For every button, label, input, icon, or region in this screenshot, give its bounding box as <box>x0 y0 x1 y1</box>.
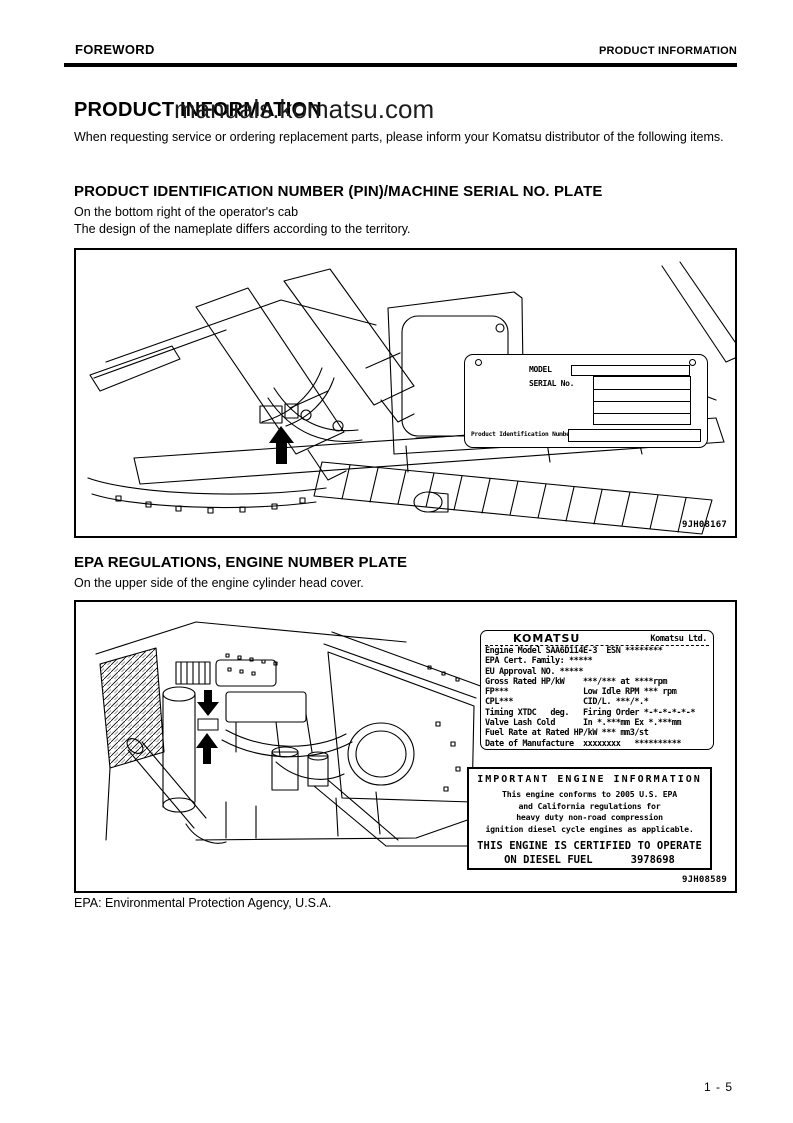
komatsu-logo: KOMATSU <box>513 632 581 645</box>
figure-pin-plate-location: MODEL SERIAL No. Product Identification … <box>74 248 737 538</box>
engine-plate-line: Valve Lash Cold In *.***mm Ex *.***mm <box>485 718 682 729</box>
engine-plate-line: FP*** Low Idle RPM *** rpm <box>485 687 677 698</box>
header-right-text: PRODUCT INFORMATION <box>598 45 737 57</box>
header-left-text: FOREWORD <box>75 42 155 57</box>
info-plate-body-line: This engine conforms to 2005 U.S. EPA <box>502 789 677 799</box>
engine-plate-line: CPL*** CID/L. ***/*.* <box>485 697 649 708</box>
model-label: MODEL <box>529 365 552 374</box>
rivet-hole-icon <box>475 359 482 366</box>
engine-plate-line: Engine Model SAA6D114E-3 ESN ******** <box>485 646 663 656</box>
engine-plate-mark <box>197 718 219 731</box>
serial-row-divider <box>594 389 690 390</box>
model-field <box>571 365 690 376</box>
pin-field <box>568 429 701 442</box>
info-plate-title: IMPORTANT ENGINE INFORMATION <box>477 774 702 785</box>
serial-row-divider <box>594 413 690 414</box>
page-title: PRODUCT INFORMATION <box>74 99 322 121</box>
figure-code: 9JH08589 <box>682 875 727 885</box>
info-plate-body-line: and California regulations for <box>518 800 661 811</box>
plate-location-arrow-up-icon <box>196 733 218 764</box>
figure-code: 9JH08167 <box>682 520 727 530</box>
pin-label: Product Identification Number <box>471 431 574 438</box>
engine-plate-line: Date of Manufacture xxxxxxxx ********** <box>485 738 682 749</box>
engine-number-plate: KOMATSU Komatsu Ltd. Engine Model SAA6D1… <box>480 630 714 750</box>
info-plate-body-line: heavy duty non-road compression <box>516 812 663 823</box>
info-plate-body: This engine conforms to 2005 U.S. EPA an… <box>469 789 710 835</box>
info-plate-body-line: ignition diesel cycle engines as applica… <box>485 823 694 834</box>
serial-label: SERIAL No. <box>529 379 575 388</box>
section-pin-line2: The design of the nameplate differs acco… <box>74 222 411 236</box>
watermark-text: manuals.komatsu.com <box>174 94 435 124</box>
serial-field <box>593 376 691 425</box>
cert-line: THIS ENGINE IS CERTIFIED TO OPERATE <box>477 840 702 853</box>
pin-plate: MODEL SERIAL No. Product Identification … <box>464 354 708 448</box>
engine-plate-line: Timing XTDC deg. Firing Order *-*-*-*-*-… <box>485 707 696 718</box>
engine-plate-line: Gross Rated HP/kW ***/*** at ****rpm <box>485 676 668 687</box>
epa-footnote: EPA: Environmental Protection Agency, U.… <box>74 896 332 910</box>
section-epa-line1: On the upper side of the engine cylinder… <box>74 576 364 590</box>
company-name: Komatsu Ltd. <box>650 633 707 644</box>
serial-row-divider <box>594 401 690 402</box>
page-number: 1 - 5 <box>703 1080 733 1094</box>
figure-engine-plate-location: KOMATSU Komatsu Ltd. Engine Model SAA6D1… <box>74 600 737 893</box>
engine-plate-line: Fuel Rate at Rated HP/kW *** mm3/st <box>485 728 649 739</box>
plate-location-arrow-icon <box>269 426 294 464</box>
engine-plate-line: EU Approval NO. ***** <box>485 666 584 677</box>
fuel-line: ON DIESEL FUEL <box>504 854 593 867</box>
important-engine-information-plate: IMPORTANT ENGINE INFORMATION This engine… <box>467 767 712 870</box>
intro-paragraph: When requesting service or ordering repl… <box>74 130 724 144</box>
cert-number: 3978698 <box>630 854 675 867</box>
header-rule <box>64 63 737 67</box>
section-pin-line1: On the bottom right of the operator's ca… <box>74 205 299 219</box>
engine-plate-line: EPA Cert. Family: ***** <box>485 656 593 667</box>
section-epa-heading: EPA REGULATIONS, ENGINE NUMBER PLATE <box>74 554 408 571</box>
excavator-line-drawing <box>87 261 735 535</box>
rivet-hole-icon <box>689 359 696 366</box>
engine-plate-header: KOMATSU Komatsu Ltd. <box>485 632 709 646</box>
section-pin-heading: PRODUCT IDENTIFICATION NUMBER (PIN)/MACH… <box>74 183 603 200</box>
plate-location-arrow-down-icon <box>197 690 219 716</box>
fuel-line-row: ON DIESEL FUEL 3978698 <box>469 854 710 866</box>
